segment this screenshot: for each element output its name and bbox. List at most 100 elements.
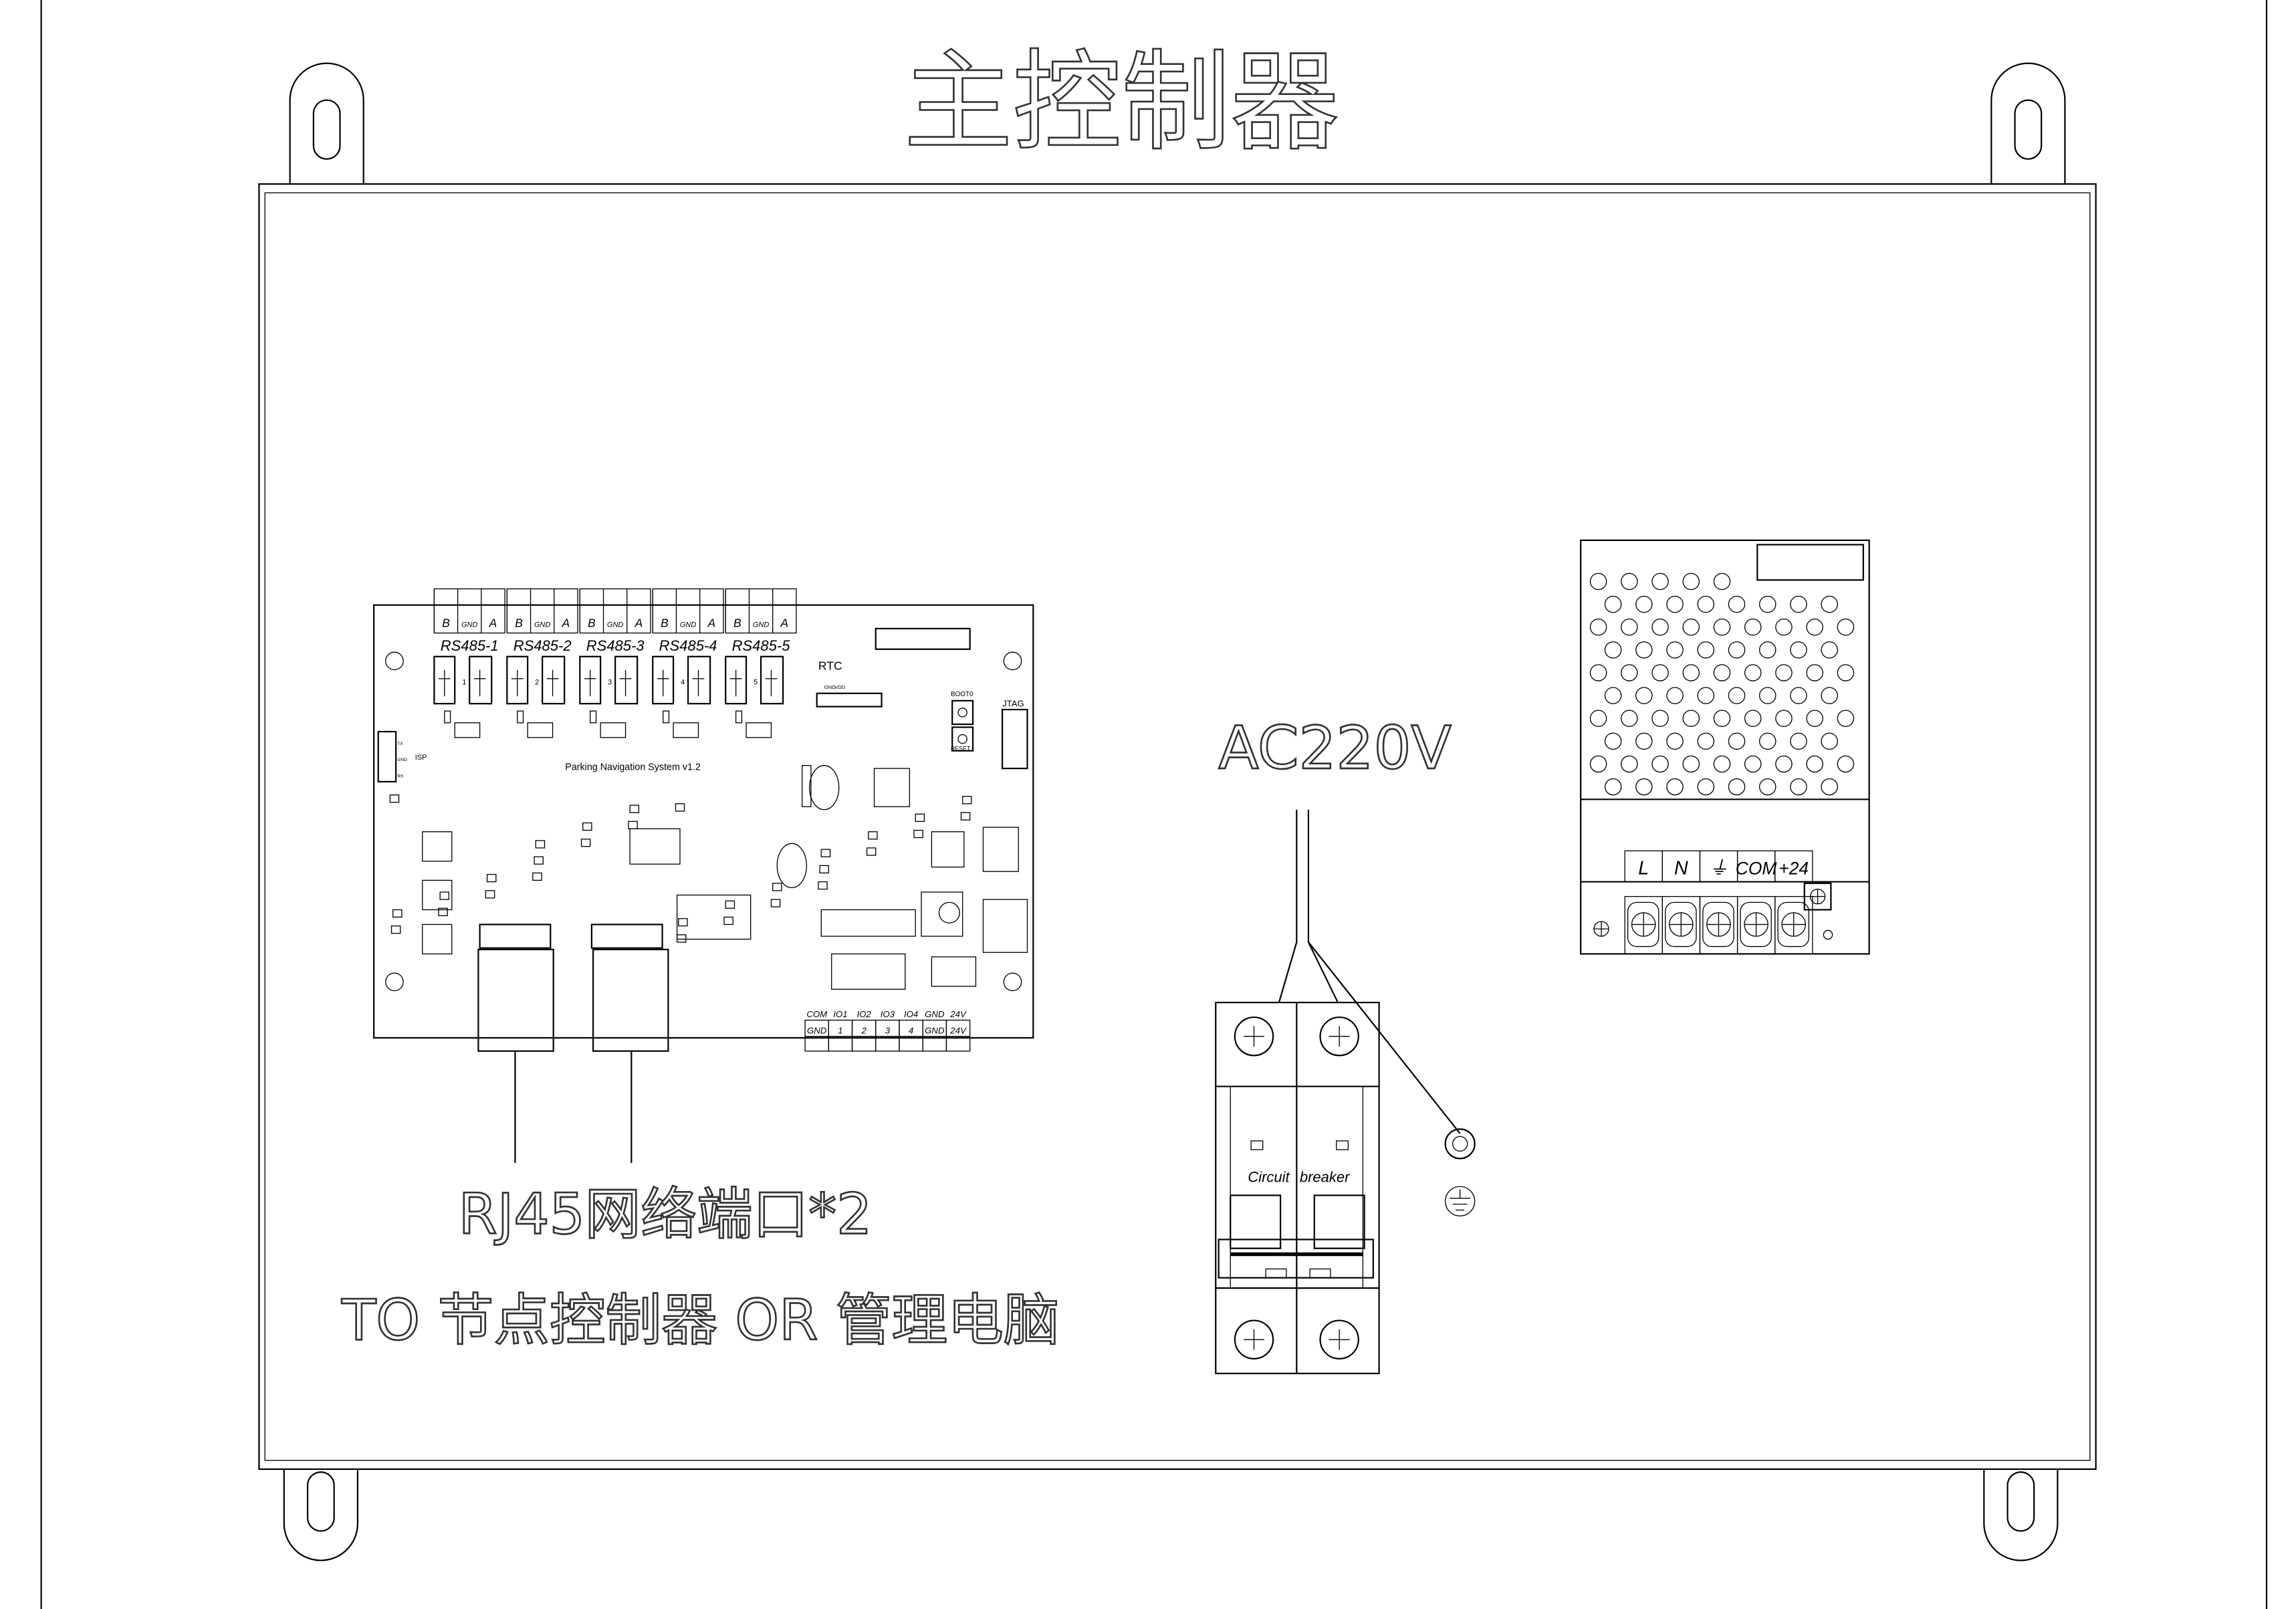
smd-pad <box>389 794 400 803</box>
rs485-number: 3 <box>608 679 612 687</box>
vent-hole <box>1806 755 1823 773</box>
jtag-header <box>1001 708 1028 770</box>
io-label: COM <box>806 1009 827 1019</box>
io-pin-label: GND <box>925 1025 945 1035</box>
board-name: Parking Navigation System v1.2 <box>565 762 701 772</box>
smd-pad <box>486 873 497 883</box>
vent-hole <box>1682 755 1700 773</box>
mounting-tab <box>1983 1469 2059 1562</box>
destination-label: TO 节点控制器 OR 管理电脑 <box>341 1287 1059 1353</box>
vent-hole <box>1837 664 1855 681</box>
terminal-pin-label: GND <box>607 621 624 629</box>
terminal-pin-label: B <box>442 617 450 630</box>
vent-hole <box>1589 755 1607 773</box>
terminal-pin-label: GND <box>534 621 551 629</box>
vent-hole <box>1837 755 1855 773</box>
enclosure <box>258 183 2097 1470</box>
vent-hole <box>1604 687 1622 704</box>
rj45-port-2 <box>592 948 669 1052</box>
circuit-breaker: Circuit breaker <box>1215 1001 1380 1374</box>
vent-hole <box>1775 710 1793 727</box>
uart-gnd-label: GND <box>397 758 407 762</box>
vent-hole <box>1713 572 1731 591</box>
vent-hole <box>1589 710 1607 727</box>
vent-hole <box>1790 778 1807 796</box>
vent-hole <box>1651 572 1669 591</box>
vent-hole <box>1790 595 1807 613</box>
vent-hole <box>1821 778 1838 796</box>
pcb-component <box>422 831 453 862</box>
vent-hole <box>1682 710 1700 727</box>
smd-pad <box>770 899 781 907</box>
terminal-pin-label: GND <box>753 621 770 629</box>
vent-hole <box>1837 618 1855 636</box>
ac-wires <box>1278 809 1461 1134</box>
vent-hole <box>1604 595 1622 613</box>
pcb-component <box>982 827 1019 872</box>
vent-hole <box>1775 664 1793 681</box>
vent-hole <box>1651 710 1669 727</box>
vent-hole <box>1621 664 1638 681</box>
vent-hole <box>1744 755 1762 773</box>
io-pin-label: 4 <box>909 1025 913 1035</box>
vent-hole <box>1744 710 1762 727</box>
vent-hole <box>1790 641 1807 659</box>
vent-hole <box>1682 572 1700 591</box>
terminal-pin-label: GND <box>680 621 696 629</box>
vent-hole <box>1744 618 1762 636</box>
rs485-label: RS485-2 <box>513 637 572 654</box>
vent-hole <box>1758 595 1776 613</box>
vent-hole <box>1666 687 1684 704</box>
smd-pad <box>582 822 592 831</box>
vent-hole <box>1604 641 1622 659</box>
smd-pad <box>438 907 448 916</box>
vent-hole <box>1682 664 1700 681</box>
smd-pad <box>534 856 544 865</box>
vent-hole <box>1666 732 1684 750</box>
vent-hole <box>1821 732 1838 750</box>
vent-hole <box>1635 687 1653 704</box>
mounting-tab <box>1990 62 2066 185</box>
vent-hole <box>1666 641 1684 659</box>
smd-pad <box>868 831 878 840</box>
smd-pad <box>866 847 877 856</box>
vent-hole <box>1728 732 1746 750</box>
io-label: GND <box>925 1009 945 1019</box>
io-pin-label: 3 <box>885 1025 891 1035</box>
vent-hole <box>1758 778 1776 796</box>
rs485-label: RS485-1 <box>441 637 499 654</box>
pcb-component <box>921 891 963 937</box>
vent-hole <box>1713 710 1731 727</box>
io-pin-label: GND <box>807 1025 827 1035</box>
isp-label: ISP <box>415 754 427 762</box>
vent-hole <box>1604 732 1622 750</box>
smd-pad <box>772 883 782 891</box>
pcb-component <box>676 894 752 940</box>
psu-terminal-label: ⏚ <box>1709 858 1728 879</box>
vent-hole <box>1758 687 1776 704</box>
mounting-tab <box>283 1469 359 1562</box>
vent-hole <box>1682 618 1700 636</box>
vent-hole <box>1775 618 1793 636</box>
jtag-label: JTAG <box>1002 699 1024 709</box>
terminal-pin-label: A <box>634 617 643 630</box>
smd-pad <box>580 839 591 847</box>
vent-hole <box>1651 618 1669 636</box>
smd-pad <box>913 829 923 839</box>
smd-pad <box>392 909 403 918</box>
smd-pad <box>915 813 925 822</box>
rs485-number: 5 <box>754 679 758 687</box>
vent-hole <box>1666 595 1684 613</box>
vent-hole <box>1635 641 1653 659</box>
pcb-component <box>831 953 906 990</box>
smd-pad <box>820 849 831 857</box>
vent-hole <box>1728 595 1746 613</box>
psu-terminal: ⏚ <box>1699 850 1738 955</box>
smd-pad <box>629 804 640 813</box>
